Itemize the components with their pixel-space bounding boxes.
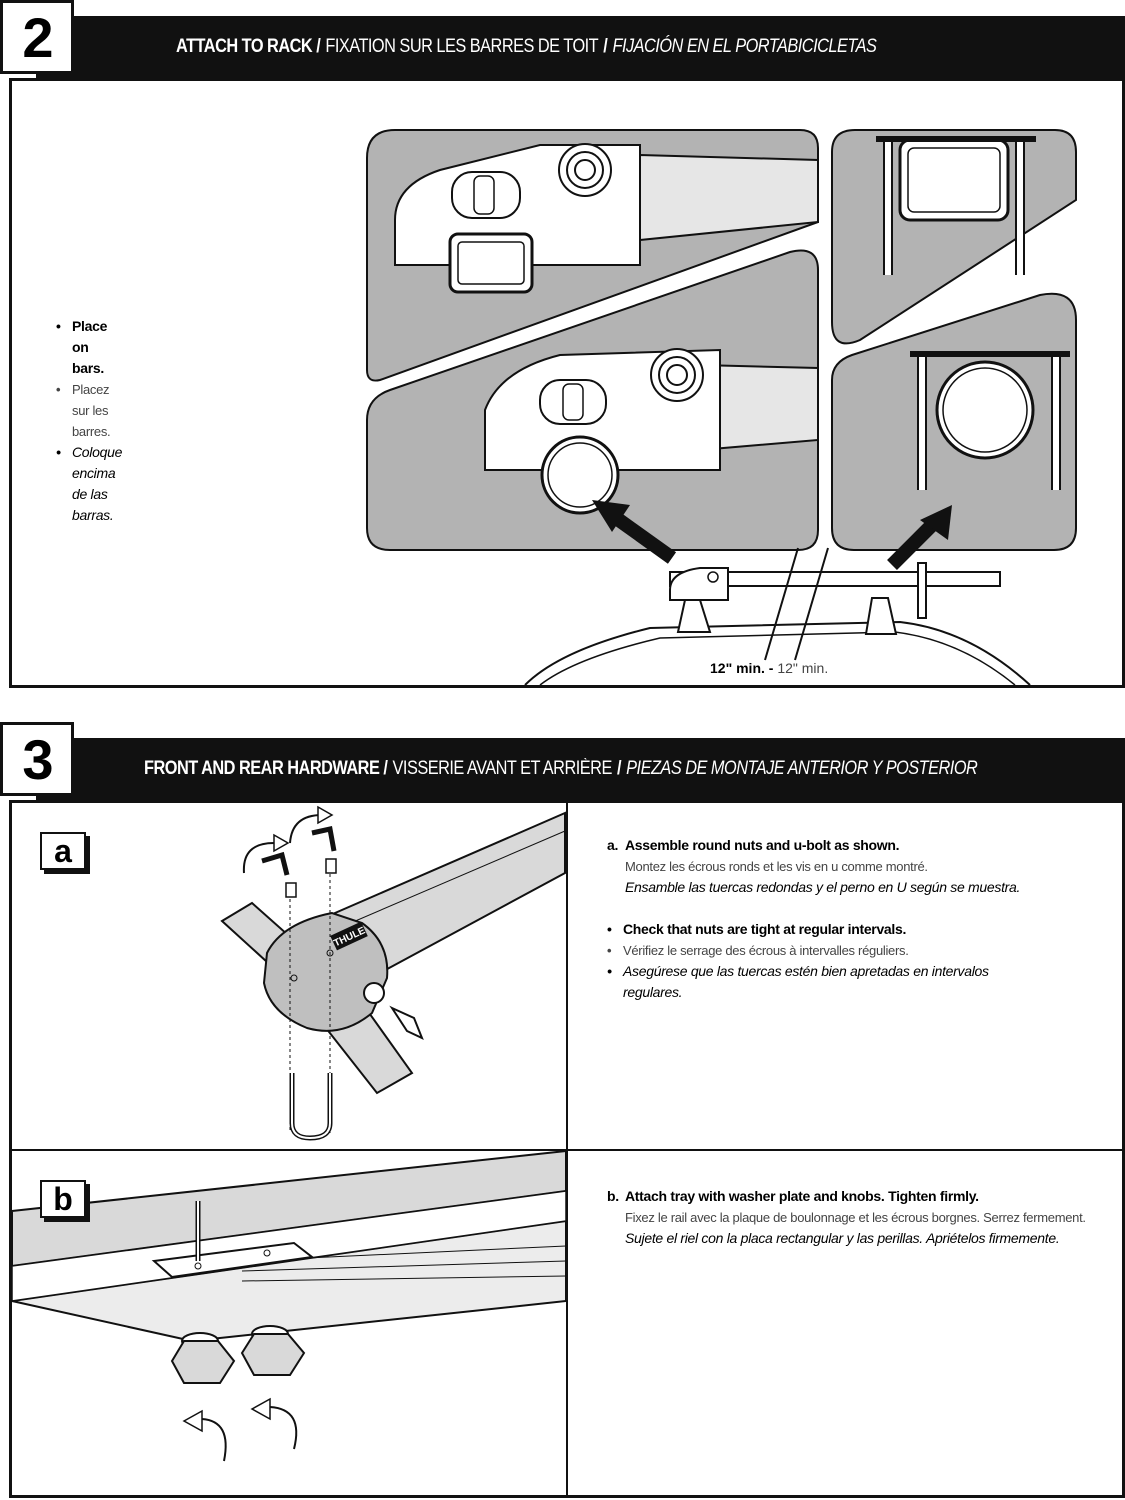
step-3a-line-es: Ensamble las tuercas redondas y el perno… (625, 879, 1021, 895)
step-2-bullet-es: Coloque encima de las barras. (56, 442, 122, 526)
u-bolt-icon (289, 1073, 333, 1141)
rotate-arrow-icon (242, 805, 334, 874)
step-3b-illustration (11, 1149, 567, 1462)
allen-key-icon (261, 825, 337, 876)
step-3b-text-en: Attach tray with washer plate and knobs.… (625, 1188, 979, 1204)
step-3a-bullets: Check that nuts are tight at regular int… (607, 919, 1020, 1003)
step-3-title-es: PIEZAS DE MONTAJE ANTERIOR Y POSTERIOR (626, 758, 978, 779)
step-3b-lead: b. (607, 1188, 619, 1204)
step-3a-line-en: a. Assemble round nuts and u-bolt as sho… (607, 835, 1020, 856)
step-2-bullets: Place on bars. Placez sur les barres. Co… (56, 316, 122, 526)
step-3-title-en: FRONT AND REAR HARDWARE / (144, 758, 388, 779)
measure-regular: 12" min. (777, 660, 829, 676)
step-2-header: ATTACH TO RACK / FIXATION SUR LES BARRES… (36, 16, 1125, 78)
step-3a-line-fr: Montez les écrous ronds et les vis en u … (625, 859, 928, 874)
step-3b-line-es: Sujete el riel con la placa rectangular … (625, 1230, 1060, 1246)
step-3b-label: b (40, 1180, 86, 1218)
step-2-title: ATTACH TO RACK / FIXATION SUR LES BARRES… (176, 16, 877, 78)
step-3a-bullet-fr: Vérifiez le serrage des écrous à interva… (607, 940, 1020, 961)
knob-icon (240, 1325, 306, 1376)
step-3-number: 3 (0, 722, 74, 796)
washer-plate-icon (151, 1241, 315, 1279)
knob-icon (170, 1332, 236, 1384)
step-2-illustration (366, 129, 1077, 686)
step-2-bullet-en: Place on bars. (56, 316, 122, 379)
step-3a-bullet-es: Asegúrese que las tuercas estén bien apr… (607, 961, 1020, 1003)
step-2-title-en: ATTACH TO RACK / (176, 36, 321, 57)
step-3-title-sep: / (616, 758, 622, 779)
measure-bold: 12" min. - (710, 660, 774, 676)
step-3b-line-en: b. Attach tray with washer plate and kno… (607, 1186, 1086, 1207)
arrow-icon (887, 505, 952, 570)
step-2-bullet-fr: Placez sur les barres. (56, 379, 122, 442)
arrow-icon (592, 500, 677, 564)
step-3a-bullet-en: Check that nuts are tight at regular int… (607, 919, 1020, 940)
step-3-header: FRONT AND REAR HARDWARE / VISSERIE AVANT… (36, 738, 1125, 800)
step-3a-text-en: Assemble round nuts and u-bolt as shown. (625, 837, 900, 853)
step-3-title-fr: VISSERIE AVANT ET ARRIÈRE (392, 758, 613, 779)
step-2-title-fr: FIXATION SUR LES BARRES DE TOIT (325, 36, 599, 57)
step-3a-label: a (40, 832, 86, 870)
step-2-title-sep: / (603, 36, 608, 57)
step-2-measurement: 12" min. - 12" min. (710, 660, 828, 676)
step-3a-illustration: THULE (220, 805, 566, 1141)
step-3a-lead: a. (607, 837, 619, 853)
step-3a-instructions: a. Assemble round nuts and u-bolt as sho… (607, 835, 1020, 1003)
rotate-arrow-icon (182, 1397, 298, 1462)
step-2-number: 2 (0, 0, 74, 74)
step-3b-instructions: b. Attach tray with washer plate and kno… (607, 1186, 1086, 1249)
step-3b-line-fr: Fixez le rail avec la plaque de boulonna… (625, 1210, 1086, 1225)
step-2-title-es: FIJACIÓN EN EL PORTABICICLETAS (612, 36, 877, 57)
step-3-title: FRONT AND REAR HARDWARE / VISSERIE AVANT… (144, 738, 978, 800)
